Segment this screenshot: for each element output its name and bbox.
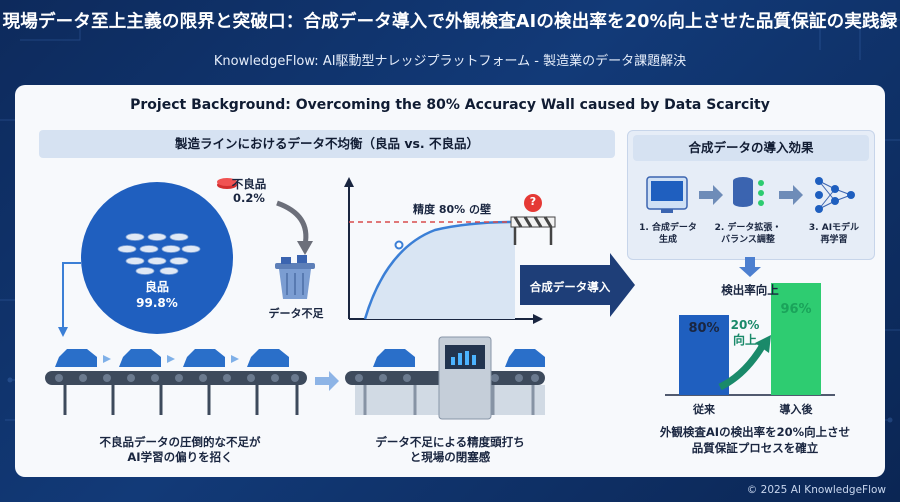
down-arrow-icon xyxy=(62,262,81,329)
caption-mid-2: と現場の閉塞感 xyxy=(409,450,491,464)
left-section-header: 製造ラインにおけるデータ不均衡（良品 vs. 不良品） xyxy=(39,130,615,158)
accuracy-chart xyxy=(344,177,543,324)
shortage-label: データ不足 xyxy=(268,307,324,320)
caption-right-1: 外観検査AIの検出率を20%向上させ xyxy=(659,425,851,439)
improve-label-1: 20% xyxy=(730,318,760,332)
question-icon xyxy=(524,194,542,212)
footer-copyright: © 2025 AI KnowledgeFlow xyxy=(746,484,886,496)
coin-stack-icon xyxy=(117,233,201,275)
main-panel: Project Background: Overcoming the 80% A… xyxy=(15,85,885,477)
step-1-line1: 1. 合成データ xyxy=(639,223,697,233)
bar-category-after: 導入後 xyxy=(779,403,813,416)
car-icons-left xyxy=(55,349,289,367)
step-2-line1: 2. データ拡張・ xyxy=(714,223,782,233)
step-1-line2: 生成 xyxy=(658,235,677,245)
step-2-line2: バランス調整 xyxy=(721,235,775,245)
accuracy-wall-label: 精度 80% の壁 xyxy=(413,203,491,216)
arrow-label: 合成データ導入 xyxy=(529,280,611,294)
question-mark: ? xyxy=(529,195,537,208)
right-section-header: 合成データの導入効果 xyxy=(633,135,869,161)
result-title: 検出率向上 xyxy=(721,283,779,297)
pipeline-icons xyxy=(646,176,855,213)
caption-left-1: 不良品データの圧倒的な不足が xyxy=(99,435,261,449)
right-arrow-icon xyxy=(315,371,339,391)
page-title: 現場データ至上主義の限界と突破口：合成データ導入で外観検査AIの検出率を20%向… xyxy=(2,12,898,32)
bar-before xyxy=(679,315,729,395)
barrier-icon xyxy=(510,216,556,245)
bar-after xyxy=(771,283,821,395)
bar-value-after: 96% xyxy=(780,302,812,317)
defect-coin-icon xyxy=(217,178,237,189)
growth-arrow-icon xyxy=(718,343,767,391)
caption-right-2: 品質保証プロセスを確立 xyxy=(691,441,819,455)
bar-category-before: 従来 xyxy=(693,403,715,416)
step-3-line1: 3. AIモデル xyxy=(808,223,860,233)
curved-arrow-icon xyxy=(276,200,309,246)
trash-bin-icon xyxy=(275,255,315,299)
synthetic-data-arrow: 合成データ導入 xyxy=(520,265,632,307)
caption-left-2: AI学習の偏りを招く xyxy=(127,450,233,464)
bar-value-before: 80% xyxy=(688,321,720,336)
step-3-line2: 再学習 xyxy=(820,235,848,245)
result-down-arrow xyxy=(739,257,761,277)
defect-label: 不良品 xyxy=(231,177,267,191)
page-subtitle: KnowledgeFlow: AI駆動型ナレッジプラットフォーム - 製造業のデ… xyxy=(213,54,687,69)
defect-value: 0.2% xyxy=(233,191,265,205)
flow-arrows-left xyxy=(103,355,239,363)
panel-illustrations xyxy=(45,176,855,420)
good-value: 99.8% xyxy=(136,296,178,310)
inspection-machine-icon xyxy=(438,336,492,420)
improve-label-2: 向上 xyxy=(732,333,757,347)
car-icons-right xyxy=(373,349,545,367)
conveyor-belt-left xyxy=(45,371,307,415)
good-label: 良品 xyxy=(144,280,169,294)
big-arrow-shape xyxy=(520,253,635,317)
caption-mid-1: データ不足による精度頭打ち xyxy=(375,435,525,449)
panel-title: Project Background: Overcoming the 80% A… xyxy=(130,97,770,113)
